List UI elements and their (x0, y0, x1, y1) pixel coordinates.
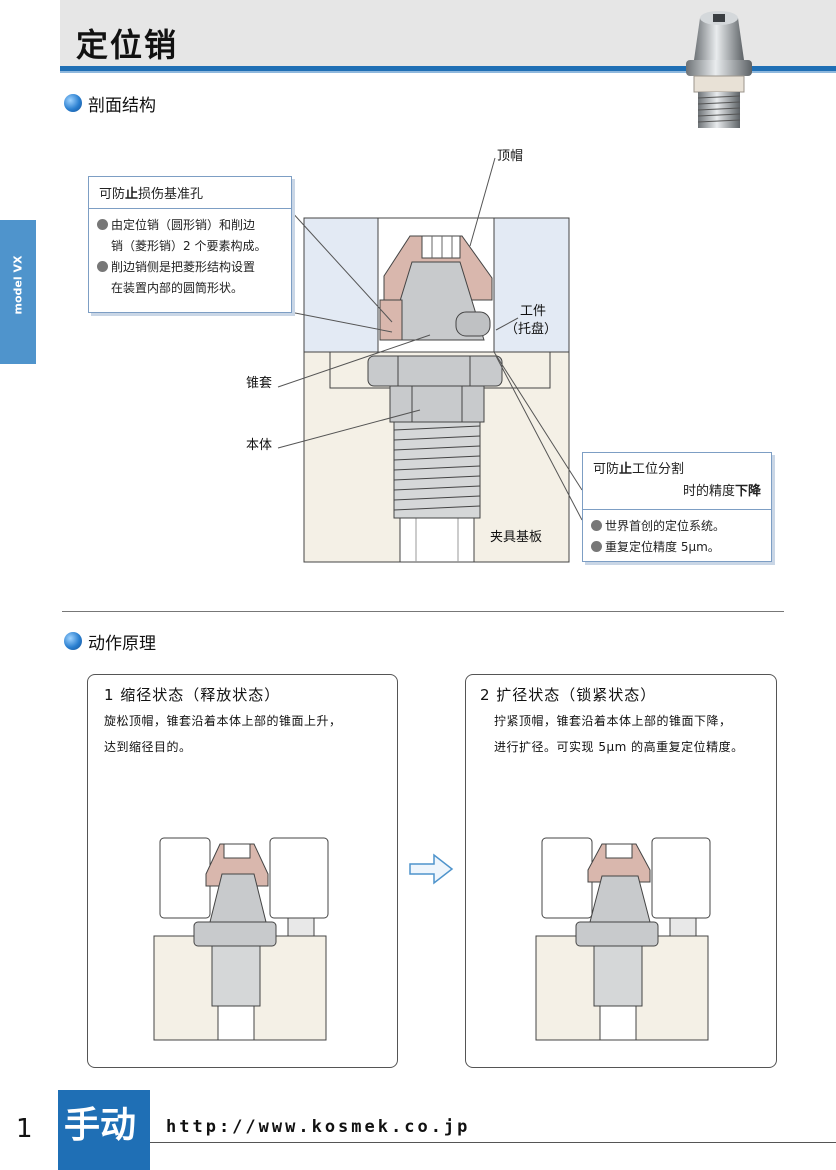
bullet-icon (591, 541, 602, 552)
label-cone-sleeve: 锥套 (246, 376, 273, 391)
callout-title: 可防止损伤基准孔 (89, 177, 291, 209)
panel-title: 1 缩径状态（释放状态） (104, 686, 281, 704)
header-rule (60, 66, 836, 71)
label-cap: 顶帽 (497, 149, 524, 164)
bullet-icon (591, 520, 602, 531)
section-bullet-icon (64, 632, 82, 650)
label-work-line1: 工件 (520, 304, 547, 319)
page-number: 1 (16, 1114, 33, 1144)
footer-category-label: 手动 (64, 1105, 137, 1146)
section-heading-structure: 剖面结构 (88, 96, 156, 116)
product-photo (686, 11, 752, 128)
panel-text-line2: 达到缩径目的。 (104, 740, 192, 754)
side-tab (0, 220, 36, 364)
section-heading-operation: 动作原理 (88, 634, 156, 654)
panel-text-line2: 进行扩径。可实现 5μm 的高重复定位精度。 (494, 740, 744, 754)
section-divider (62, 611, 784, 612)
page-title: 定位销 (76, 26, 179, 64)
callout-protect-reference-hole: 可防止损伤基准孔 由定位销（圆形销）和削边 销（菱形销）2 个要素构成。 削边销… (88, 176, 292, 313)
callout-title: 可防止工位分割 时的精度下降 (583, 453, 771, 510)
footer-url-link[interactable]: http://www.kosmek.co.jp (166, 1117, 471, 1137)
cross-section-diagram (277, 157, 583, 563)
panel-title: 2 扩径状态（锁紧状态） (480, 686, 657, 704)
callout-body: 由定位销（圆形销）和削边 销（菱形销）2 个要素构成。 削边销侧是把菱形结构设置… (89, 209, 291, 305)
arrow-right-icon (409, 853, 454, 885)
panel-text-line1: 拧紧顶帽，锥套沿着本体上部的锥面下降， (494, 714, 732, 728)
bullet-icon (97, 219, 108, 230)
panel-text-line1: 旋松顶帽，锥套沿着本体上部的锥面上升， (104, 714, 342, 728)
bullet-icon (97, 261, 108, 272)
callout-prevent-accuracy-loss: 可防止工位分割 时的精度下降 世界首创的定位系统。 重复定位精度 5μm。 (582, 452, 772, 562)
callout-body: 世界首创的定位系统。 重复定位精度 5μm。 (583, 510, 771, 564)
header-rule-light (60, 71, 836, 73)
footer-rule (150, 1142, 836, 1143)
release-state-diagram (153, 837, 329, 1041)
footer-category-block (58, 1090, 150, 1170)
label-fixture-plate: 夹具基板 (490, 530, 543, 545)
label-work-line2: （托盘） (505, 322, 558, 337)
section-bullet-icon (64, 94, 82, 112)
lock-state-diagram (535, 837, 711, 1041)
label-body: 本体 (246, 438, 273, 453)
